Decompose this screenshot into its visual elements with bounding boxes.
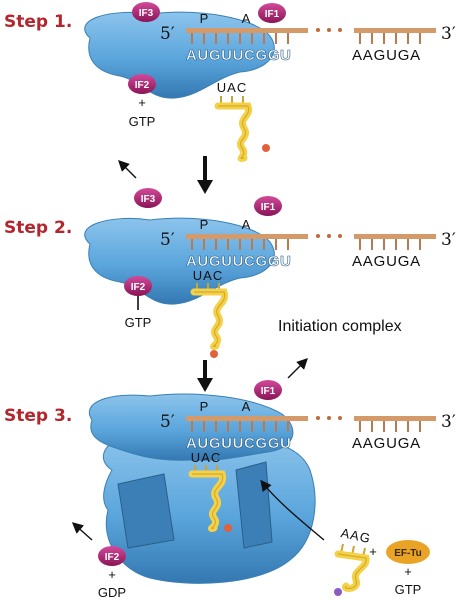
if3-factor: IF3 [132, 2, 160, 22]
p-site-label: P [200, 11, 209, 26]
mrna-bases [191, 239, 421, 250]
trna-entry-arrow [260, 479, 325, 541]
svg-text:IF2: IF2 [135, 80, 150, 91]
plus-sign: + [108, 567, 116, 582]
svg-text:EF-Tu: EF-Tu [394, 548, 422, 559]
a-site-label: A [242, 11, 251, 26]
if1-factor: IF1 [258, 3, 286, 23]
if2-factor: IF2 [124, 276, 152, 296]
svg-text:UAC: UAC [193, 268, 223, 283]
svg-text:IF2: IF2 [105, 552, 120, 563]
mrna-tail-strand [354, 28, 436, 33]
p-site-label: P [200, 399, 209, 414]
initiator-trna: UAC [188, 450, 232, 532]
mrna-tail-strand [354, 416, 436, 421]
step-3-label: Step 3. [4, 406, 72, 426]
svg-text:IF1: IF1 [261, 386, 276, 397]
five-prime-label: 5′ [160, 24, 175, 44]
initiation-complex-label: Initiation complex [278, 318, 402, 335]
mrna-bases [191, 421, 421, 432]
tail-sequence: AAGUGA [352, 253, 421, 270]
mrna-dots [316, 416, 342, 420]
five-prime-label: 5′ [160, 412, 175, 432]
step-1-label: Step 1. [4, 12, 72, 32]
tail-sequence: AAGUGA [352, 435, 421, 452]
gtp-label: GTP [395, 582, 422, 597]
codon-sequence: AUGUUCGGU [186, 253, 291, 270]
codon-sequence: AUGUUCGGU [186, 47, 291, 64]
svg-text:IF1: IF1 [265, 9, 280, 20]
incoming-trna: AAG [334, 525, 372, 596]
mrna-dots [316, 234, 342, 238]
three-prime-label: 3′ [441, 230, 456, 250]
if2-release-arrow [71, 522, 93, 541]
transition-arrows-2 [197, 358, 308, 392]
five-prime-label: 5′ [160, 230, 175, 250]
transition-arrows-1 [118, 156, 213, 194]
a-site-label: A [242, 399, 251, 414]
if1-factor: IF1 [254, 196, 282, 216]
if2-factor: IF2 [128, 74, 156, 94]
plus-sign: + [404, 564, 412, 579]
svg-text:AAG: AAG [339, 525, 372, 546]
svg-text:UAC: UAC [191, 450, 221, 465]
if3-released: IF3 [134, 188, 162, 208]
step-1: Step 1. IF3 IF1 IF2 + GTP 5′ 3′ [4, 2, 456, 162]
p-site-label: P [200, 217, 209, 232]
mrna-dots [316, 28, 342, 32]
codon-sequence: AUGUUCGGU [186, 435, 291, 452]
if2-factor: IF2 [98, 546, 126, 566]
ribosome-channel [117, 473, 175, 549]
three-prime-label: 3′ [441, 412, 456, 432]
svg-text:IF3: IF3 [141, 194, 156, 205]
tail-sequence: AAGUGA [352, 47, 421, 64]
ef-tu-factor: EF-Tu [386, 540, 430, 564]
step-3: Step 3. 5′ 3′ P A AUGUUCGGU AAGUGA UAC [4, 393, 456, 600]
gdp-label: GDP [98, 585, 126, 600]
three-prime-label: 3′ [441, 24, 456, 44]
a-site-label: A [242, 217, 251, 232]
gtp-label: GTP [125, 315, 152, 330]
step-2-label: Step 2. [4, 218, 72, 238]
svg-text:UAC: UAC [217, 80, 247, 95]
mrna-bases [191, 33, 421, 44]
svg-text:IF1: IF1 [261, 202, 276, 213]
initiator-trna: UAC [190, 268, 229, 358]
plus-sign: + [369, 544, 377, 559]
mrna-strand [186, 234, 308, 239]
initiator-trna: UAC [214, 80, 270, 162]
mrna-tail-strand [354, 234, 436, 239]
mrna-strand [186, 28, 308, 33]
if1-released: IF1 [254, 380, 282, 400]
plus-sign: + [138, 95, 146, 110]
gtp-label: GTP [129, 114, 156, 129]
step-2: Step 2. IF1 IF2 GTP 5′ 3′ P A AUGUUCGGU … [4, 196, 456, 358]
mrna-strand [186, 416, 308, 421]
svg-text:IF3: IF3 [139, 8, 154, 19]
svg-text:IF2: IF2 [131, 282, 146, 293]
